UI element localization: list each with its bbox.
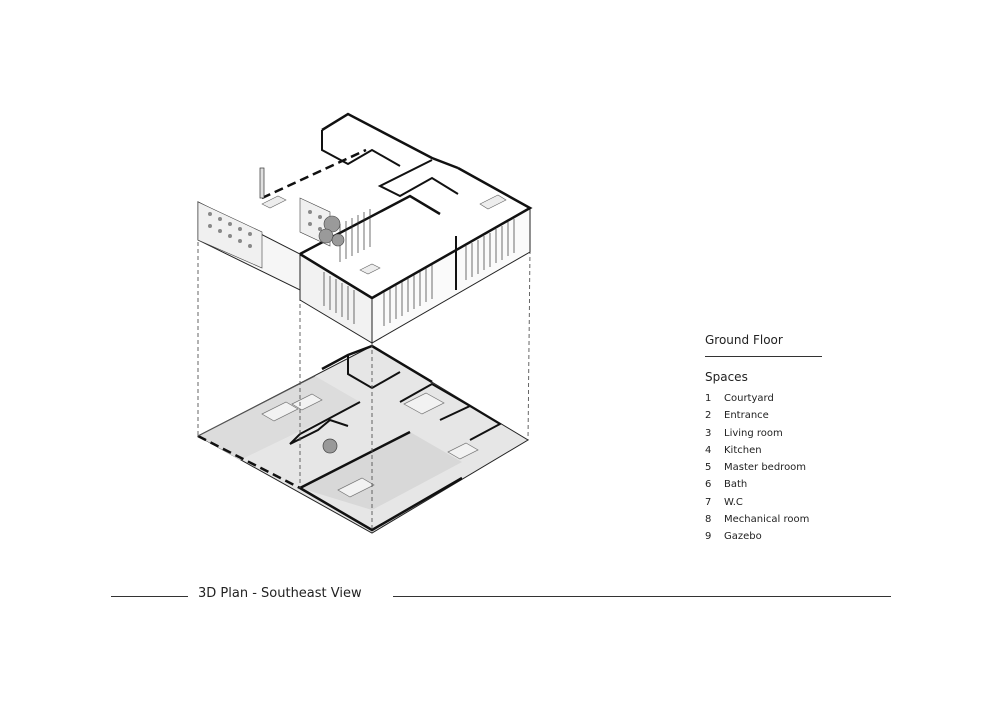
list-item: 9 Gazebo [705, 528, 809, 545]
drawing-title: 3D Plan - Southeast View [198, 586, 362, 601]
space-number: 3 [705, 427, 712, 439]
isometric-model [197, 112, 533, 344]
floor-wall-bed [399, 382, 471, 407]
floor-wall-north [321, 344, 433, 384]
model-top-core [321, 130, 401, 167]
space-name: Living room [724, 427, 783, 439]
list-item: 3 Living room [705, 425, 809, 442]
space-name: Mechanical room [724, 514, 810, 526]
footer: 3D Plan - Southeast View [0, 584, 1000, 608]
model-top-north [321, 112, 459, 170]
list-item: 5 Master bedroom [705, 459, 809, 476]
projection-lines [197, 242, 531, 533]
space-name: Courtyard [724, 393, 774, 404]
list-item: 7 W.C [705, 494, 809, 511]
floor-courtyard-dashed [197, 434, 301, 490]
space-number: 1 [705, 393, 712, 404]
furniture-table [447, 442, 479, 460]
furniture-sofa-2 [291, 393, 323, 411]
space-number: 9 [705, 531, 712, 543]
model-courtyard-dashed [261, 148, 367, 200]
floor-wall-mid [289, 401, 361, 445]
list-item: 4 Kitchen [705, 442, 809, 459]
space-number: 2 [705, 410, 712, 422]
space-name: Entrance [724, 410, 769, 422]
footer-rule-left [111, 596, 188, 597]
model-wall-face-southeast [371, 207, 531, 344]
louvered-shutters [323, 209, 515, 326]
legend: Ground Floor Spaces 1 Courtyard 2 Entrance… [705, 332, 905, 542]
footer-rule-right [393, 596, 891, 597]
furniture-bed [403, 392, 445, 415]
model-cabinet [479, 194, 507, 210]
legend-divider [705, 356, 822, 357]
list-item: 8 Mechanical room [705, 511, 809, 528]
model-top-outline [299, 166, 533, 300]
model-column [259, 167, 265, 199]
furniture-sofa-3 [337, 477, 375, 498]
model-chair-1 [359, 263, 381, 275]
furniture-sofa-1 [261, 401, 299, 422]
space-number: 6 [705, 479, 712, 491]
floor-wall-core [347, 356, 401, 390]
legend-heading: Ground Floor [705, 333, 783, 347]
space-number: 8 [705, 514, 712, 526]
legend-spaces-list: 1 Courtyard 2 Entrance 3 Living room 4 Kitch… [705, 390, 809, 546]
space-name: W.C [724, 496, 743, 508]
floor-wall-west [299, 476, 463, 532]
list-item: 6 Bath [705, 476, 809, 493]
space-name: Master bedroom [724, 462, 807, 474]
furniture-tree [322, 438, 338, 454]
floor-wall-kitchen [439, 404, 503, 441]
space-name: Gazebo [724, 531, 762, 543]
screen-dots [208, 210, 322, 248]
list-item: 2 Entrance [705, 407, 809, 424]
space-name: Kitchen [724, 444, 762, 456]
floor-courtyard-dashed-2 [197, 375, 316, 437]
model-top-bed [377, 159, 459, 198]
space-number: 7 [705, 496, 712, 508]
space-number: 4 [705, 444, 712, 456]
list-item: 1 Courtyard [705, 390, 809, 407]
floor-plan-slab [196, 344, 529, 534]
space-name: Bath [724, 479, 748, 491]
courtyard-tree [318, 215, 345, 247]
legend-subheading: Spaces [705, 370, 748, 384]
space-number: 5 [705, 462, 712, 474]
floor-wall-east [299, 430, 411, 490]
model-chair-2 [261, 195, 287, 209]
